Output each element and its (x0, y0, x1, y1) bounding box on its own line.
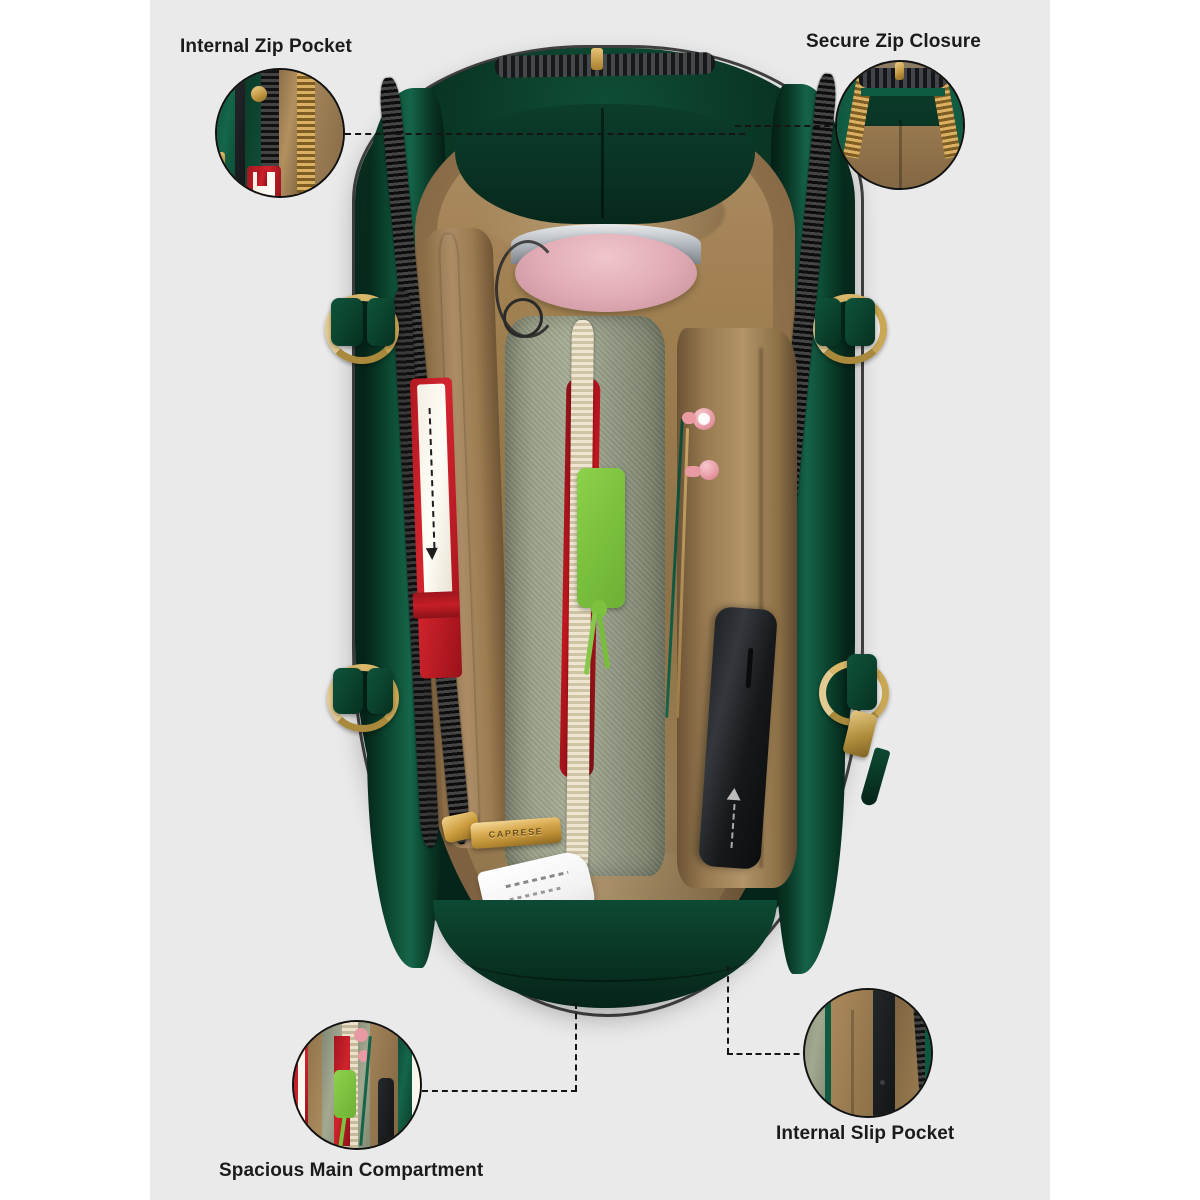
callout-bubble-main-compartment (292, 1020, 422, 1150)
handle-tab (331, 298, 363, 346)
handle-tab (367, 298, 395, 346)
zipper-pull-top (591, 48, 603, 70)
inner-leather-collar (455, 104, 755, 224)
handle-tab (845, 298, 875, 346)
handle-tab (815, 298, 841, 346)
slip-pocket-fold (759, 348, 763, 868)
label-spacious-main-compartment: Spacious Main Compartment (219, 1160, 484, 1181)
handle-tab (847, 654, 877, 710)
card-arrow-head (425, 547, 439, 561)
callout-bubble-secure-zip-closure (835, 60, 965, 190)
connector-slip-pocket-vertical (727, 966, 729, 1054)
o-ring-hardware (325, 294, 399, 364)
connector-main-compartment-horizontal (422, 1090, 577, 1092)
collar-seam (601, 108, 604, 218)
earbud-stem (682, 412, 696, 424)
earbud-stem (685, 466, 701, 477)
red-elastic-band (412, 591, 460, 619)
phone-arrow-head (726, 787, 742, 801)
earbud-mesh (698, 413, 710, 425)
connector-main-compartment-vertical (575, 1003, 577, 1091)
compact-key-ring (503, 298, 543, 338)
handle-tab (333, 668, 363, 714)
bag-edge-piping (352, 45, 864, 1017)
o-ring-hardware (327, 664, 399, 732)
label-internal-slip-pocket: Internal Slip Pocket (776, 1123, 955, 1144)
callout-bubble-internal-zip-pocket (215, 68, 345, 198)
label-secure-zip-closure: Secure Zip Closure (806, 31, 981, 52)
handbag-interior-photo: CAPRESE (325, 45, 891, 1017)
green-pouch-tag (577, 468, 625, 608)
label-internal-zip-pocket: Internal Zip Pocket (180, 36, 352, 57)
secure-zip-closure-teeth (494, 52, 716, 78)
connector-secure-zip-closure (735, 125, 840, 127)
callout-bubble-internal-slip-pocket (803, 988, 933, 1118)
handle-tab (367, 668, 393, 714)
connector-internal-zip-pocket (345, 133, 745, 135)
brand-label: CAPRESE (488, 826, 544, 840)
connector-slip-pocket-horizontal (727, 1053, 809, 1055)
pink-earbud (699, 460, 719, 480)
base-stitching (455, 954, 755, 982)
